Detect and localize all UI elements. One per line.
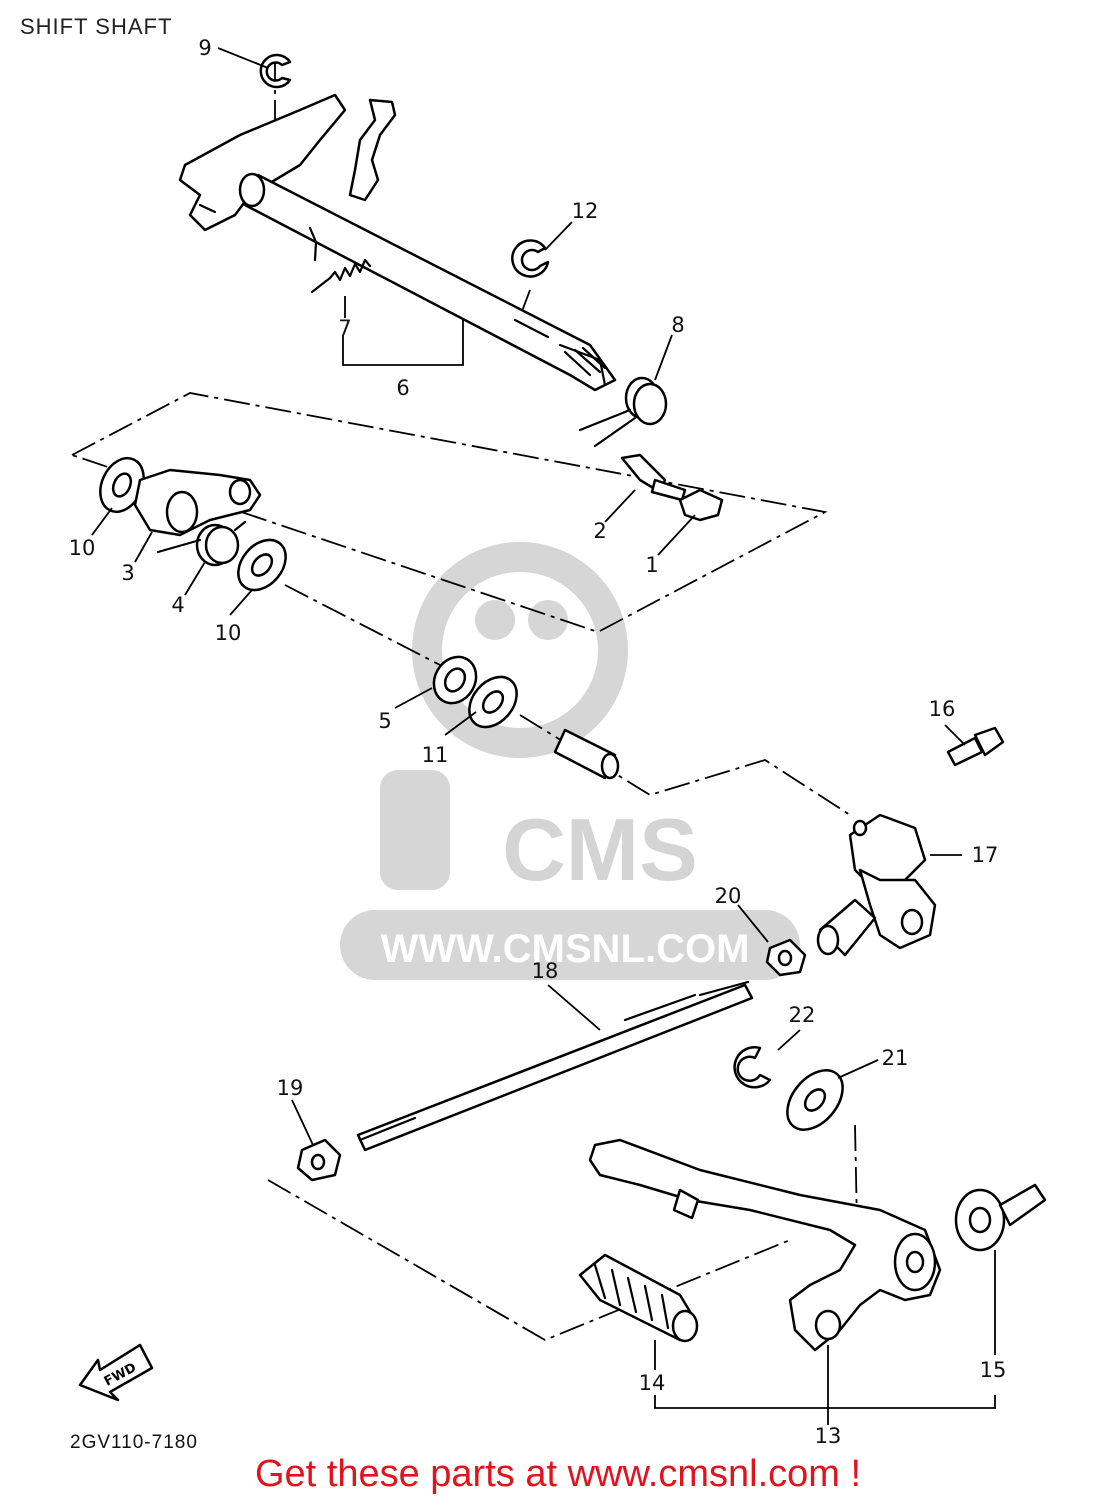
callout-1: 1 xyxy=(645,553,658,577)
circlip-12 xyxy=(511,239,550,278)
shift-arm-17 xyxy=(816,813,937,957)
callout-12: 12 xyxy=(572,199,599,223)
callout-10-upper: 10 xyxy=(69,536,96,560)
watermark-url: WWW.CMSNL.COM xyxy=(381,927,750,971)
washer-10-lower xyxy=(237,538,287,592)
parts-banner[interactable]: Get these parts at www.cmsnl.com ! xyxy=(254,1453,862,1495)
callout-19: 19 xyxy=(277,1076,304,1100)
torsion-spring-8 xyxy=(578,376,668,448)
group-bracket xyxy=(342,318,464,366)
callout-3: 3 xyxy=(121,561,134,585)
callout-13: 13 xyxy=(815,1424,842,1448)
watermark-logo: CMS WWW.CMSNL.COM xyxy=(340,542,800,980)
nut-19 xyxy=(296,1138,342,1182)
axis-line xyxy=(284,584,441,666)
callout-6: 6 xyxy=(396,376,409,400)
callout-4: 4 xyxy=(171,593,184,617)
page-title: SHIFT SHAFT xyxy=(20,14,173,39)
callout-8: 8 xyxy=(671,313,684,337)
callout-21: 21 xyxy=(882,1046,909,1070)
assembly-outline-upper xyxy=(69,392,828,633)
shift-pedal-13 xyxy=(588,1138,942,1352)
washer-11 xyxy=(468,675,518,729)
shift-shaft-assembly xyxy=(178,93,617,392)
axis-line xyxy=(854,1124,858,1226)
callout-10-lower: 10 xyxy=(215,621,242,645)
callout-16: 16 xyxy=(929,697,956,721)
callout-22: 22 xyxy=(789,1003,816,1027)
callout-7: 7 xyxy=(338,316,351,340)
lever-spring-4 xyxy=(156,520,247,567)
bolt-16 xyxy=(946,726,1005,767)
callout-11: 11 xyxy=(422,743,449,767)
circlip-22 xyxy=(733,1046,772,1089)
callout-20: 20 xyxy=(715,884,742,908)
oil-seal-5 xyxy=(432,655,478,705)
callout-14: 14 xyxy=(639,1371,666,1395)
callout-18: 18 xyxy=(532,959,559,983)
callout-17: 17 xyxy=(972,843,999,867)
forward-arrow-icon: FWD xyxy=(78,1343,154,1402)
callout-9: 9 xyxy=(198,36,211,60)
nut-20 xyxy=(765,938,807,977)
footpeg-rubber-14 xyxy=(578,1253,699,1343)
watermark-logo-text: CMS xyxy=(502,800,698,899)
diagram-code: 2GV110-7180 xyxy=(70,1432,198,1453)
washer-10-upper xyxy=(99,457,145,513)
shaft-end xyxy=(553,728,620,780)
callout-5: 5 xyxy=(378,709,391,733)
lever-plate-1 xyxy=(678,488,724,522)
shift-lever-3 xyxy=(133,468,262,537)
joint-15 xyxy=(954,1183,1047,1252)
shift-rod-18 xyxy=(356,980,754,1152)
callout-2: 2 xyxy=(593,519,606,543)
return-spring-7 xyxy=(308,226,372,294)
group-bracket xyxy=(654,1395,996,1409)
washer-21 xyxy=(786,1069,844,1131)
callout-15: 15 xyxy=(980,1358,1007,1382)
circlip-9 xyxy=(259,53,292,89)
leader-lines xyxy=(91,47,996,1425)
assembly-outline-lower xyxy=(267,1179,791,1341)
